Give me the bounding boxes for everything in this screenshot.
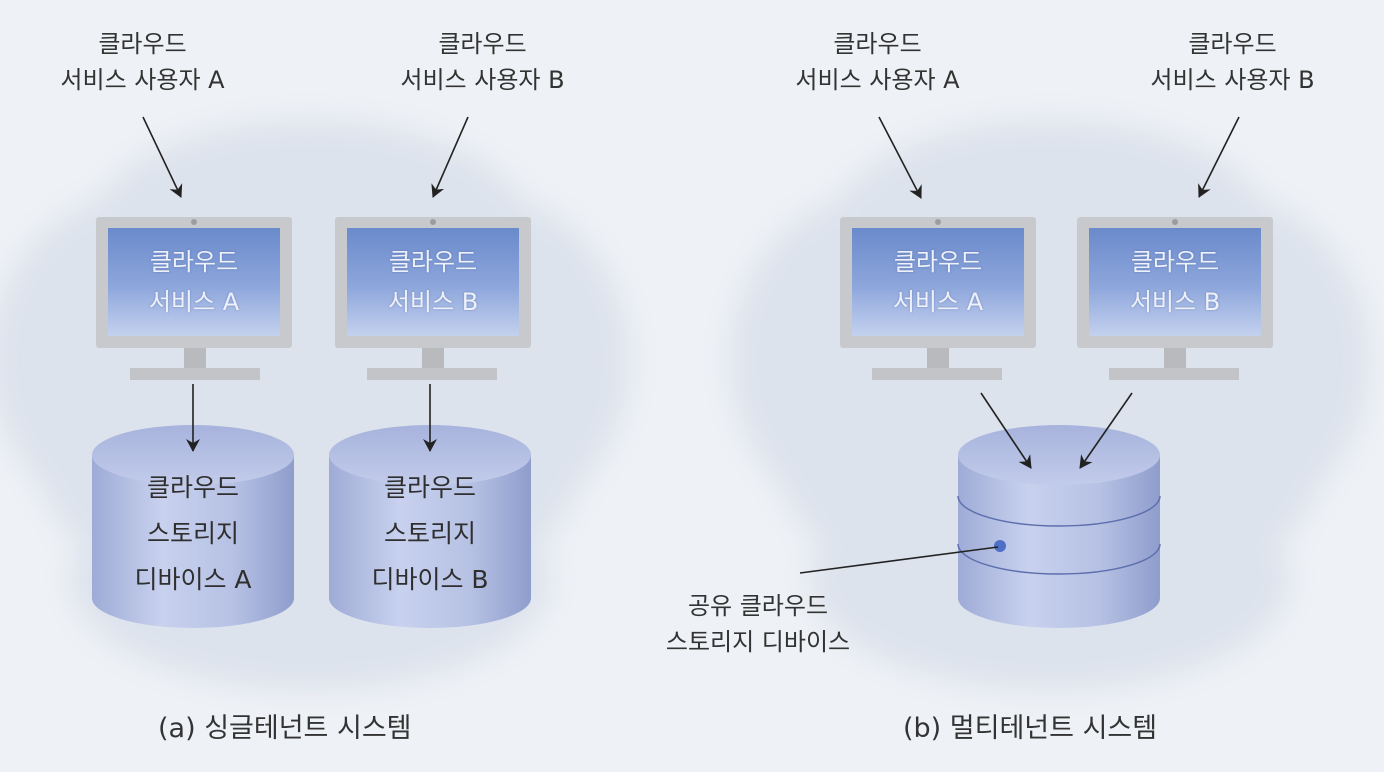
user-a-line1: 클라우드 — [98, 30, 187, 58]
multi-service-a-screen-label: 클라우드 서비스 A — [852, 242, 1024, 322]
user-b-line2: 서비스 사용자 B — [400, 66, 565, 94]
shared-storage-line1: 공유 클라우드 — [687, 592, 829, 620]
multi-service-b-line1: 클라우드 — [1130, 248, 1220, 276]
storage-a-line3: 디바이스 A — [134, 565, 252, 594]
multi-user-a-label: 클라우드 서비스 사용자 A — [770, 26, 985, 98]
monitor-icon — [1077, 217, 1273, 380]
storage-a-line1: 클라우드 — [146, 473, 239, 502]
service-a-line2: 서비스 A — [148, 288, 240, 316]
storage-a-line2: 스토리지 — [146, 519, 239, 548]
caption-a: (a) 싱글테넌트 시스템 — [158, 713, 412, 744]
multi-user-b-label: 클라우드 서비스 사용자 B — [1125, 26, 1340, 98]
monitor-icon — [96, 217, 292, 380]
service-a-line1: 클라우드 — [149, 248, 239, 276]
multi-service-a-line2: 서비스 A — [892, 288, 984, 316]
multi-service-a-line1: 클라우드 — [893, 248, 983, 276]
shared-storage-line2: 스토리지 디바이스 — [665, 628, 851, 656]
multi-user-a-line2: 서비스 사용자 A — [795, 66, 960, 94]
multi-user-a-line1: 클라우드 — [833, 30, 922, 58]
multi-service-b-screen-label: 클라우드 서비스 B — [1089, 242, 1261, 322]
storage-a-label: 클라우드 스토리지 디바이스 A — [92, 465, 294, 603]
user-a-label: 클라우드 서비스 사용자 A — [35, 26, 250, 98]
storage-b-line3: 디바이스 B — [371, 565, 489, 594]
monitor-icon — [335, 217, 531, 380]
storage-cylinder-icon — [329, 425, 531, 628]
service-b-line1: 클라우드 — [388, 248, 478, 276]
service-b-screen-label: 클라우드 서비스 B — [347, 242, 519, 322]
user-b-label: 클라우드 서비스 사용자 B — [375, 26, 590, 98]
monitor-icon — [840, 217, 1036, 380]
service-b-line2: 서비스 B — [387, 288, 479, 316]
caption-b: (b) 멀티테넌트 시스템 — [903, 713, 1158, 744]
storage-cylinder-icon — [92, 425, 294, 628]
storage-b-label: 클라우드 스토리지 디바이스 B — [329, 465, 531, 603]
multi-user-b-line1: 클라우드 — [1188, 30, 1277, 58]
multi-service-b-line2: 서비스 B — [1129, 288, 1221, 316]
multi-user-b-line2: 서비스 사용자 B — [1150, 66, 1315, 94]
user-a-line2: 서비스 사용자 A — [60, 66, 225, 94]
arrows — [142, 116, 1240, 574]
user-b-line1: 클라우드 — [438, 30, 527, 58]
storage-b-line1: 클라우드 — [383, 473, 476, 502]
storage-b-line2: 스토리지 — [383, 519, 476, 548]
shared-storage-label: 공유 클라우드 스토리지 디바이스 — [628, 588, 888, 660]
shared-storage-cylinder-icon — [957, 425, 1161, 628]
service-a-screen-label: 클라우드 서비스 A — [108, 242, 280, 322]
